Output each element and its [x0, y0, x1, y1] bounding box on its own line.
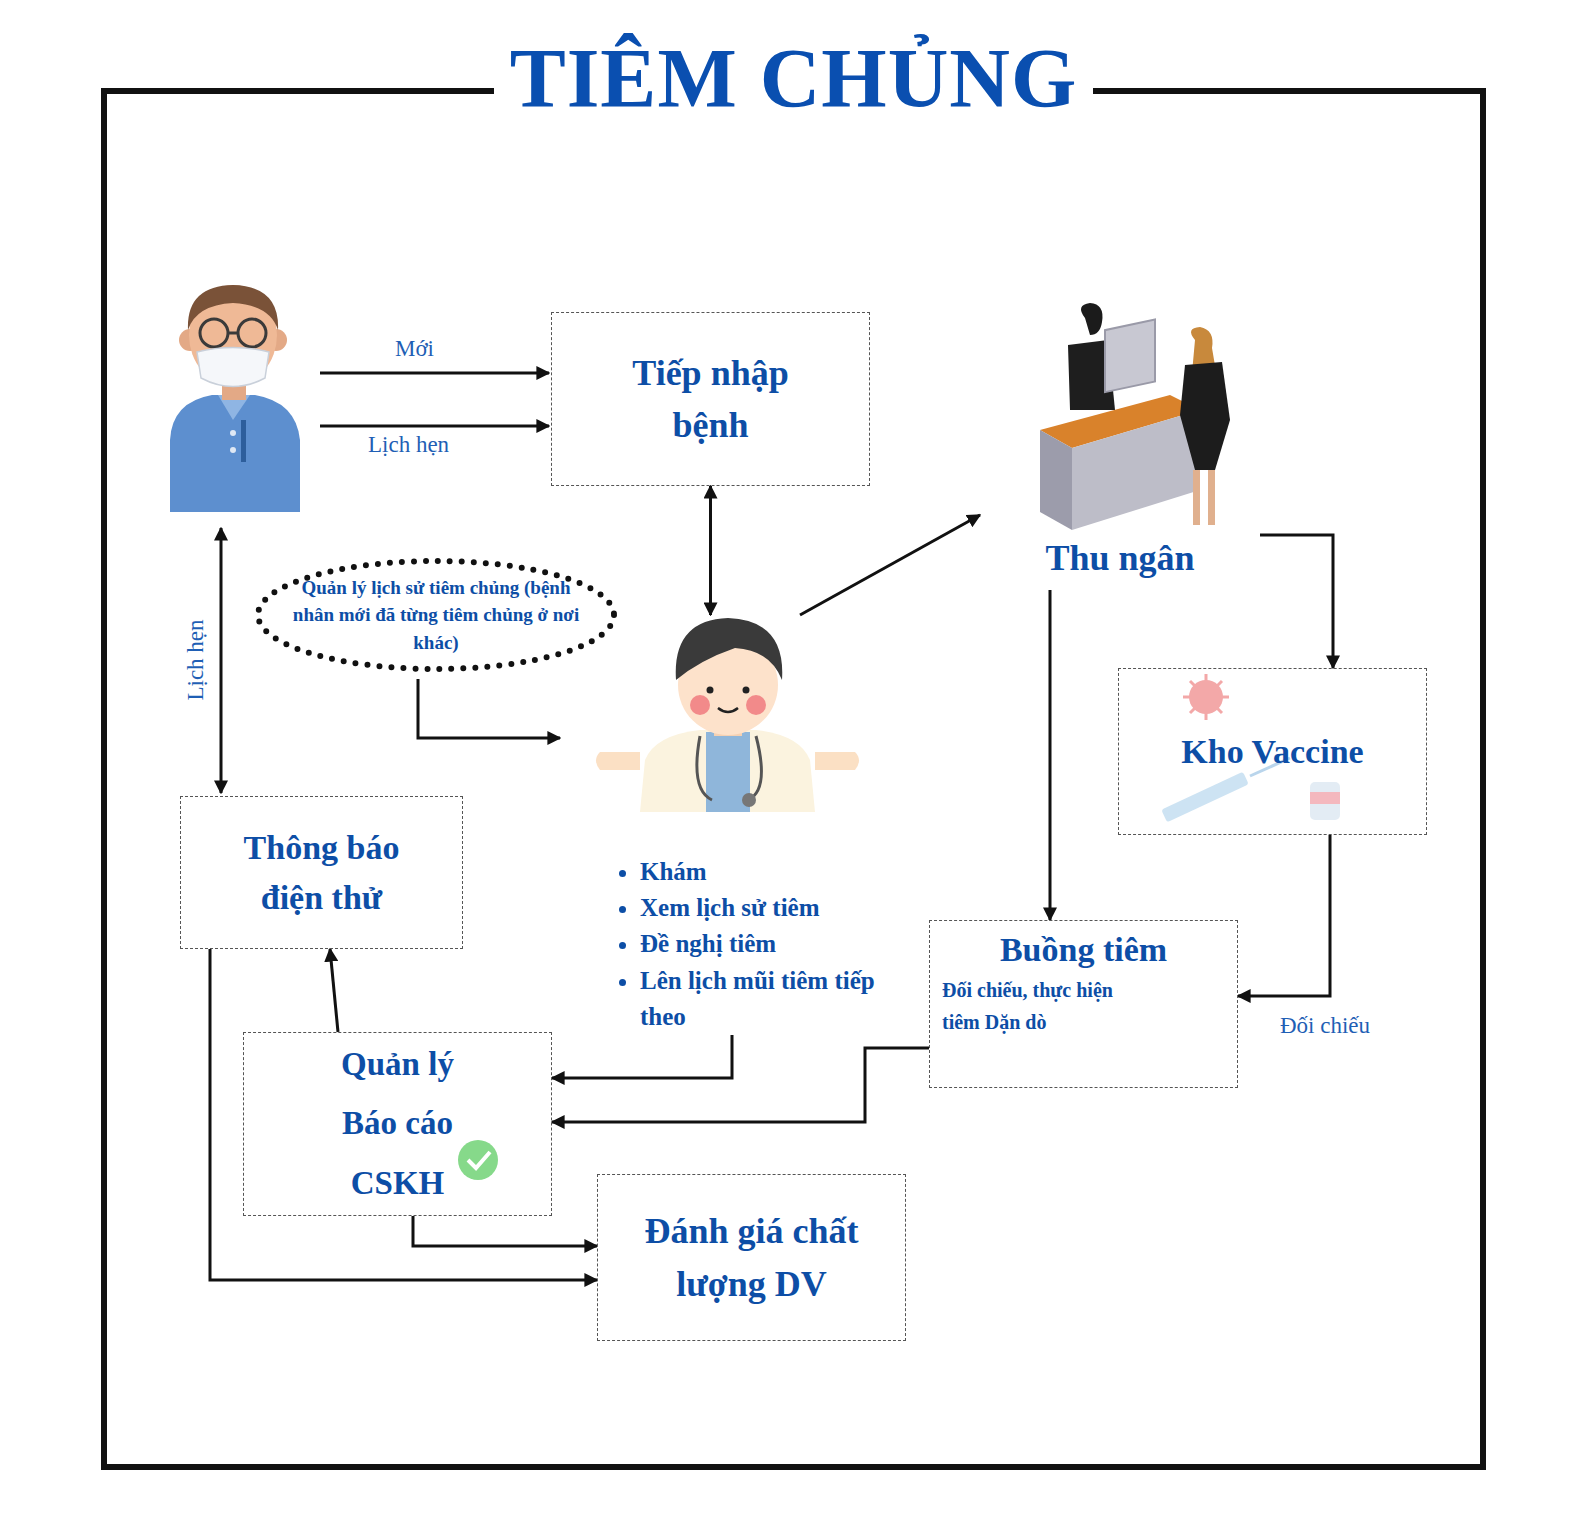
art-path — [718, 708, 738, 712]
diagram-title: TIÊM CHỦNG — [494, 32, 1094, 125]
flow-connector — [418, 679, 560, 738]
art-rect — [1193, 470, 1200, 525]
process-box: Thông báo điện thử — [180, 796, 463, 949]
bullet-list: KhámXem lịch sử tiêmĐề nghị tiêmLên lịch… — [600, 854, 880, 1035]
edge-note: Lịch hẹn — [183, 616, 209, 703]
art-path — [468, 1152, 490, 1168]
flow-connector — [1238, 835, 1330, 996]
art-path — [815, 752, 859, 770]
edge-note: Mới — [392, 336, 437, 362]
box-label: Thông báo điện thử — [212, 823, 432, 922]
flow-connector — [210, 949, 597, 1280]
flow-connector — [413, 1216, 597, 1246]
box-body: Đối chiếu, thực hiện tiêm Dặn dò — [942, 974, 1142, 1038]
flow-connector — [330, 949, 338, 1032]
bullet-item: Khám — [640, 854, 880, 890]
art-rect — [241, 420, 246, 462]
flow-arrow — [320, 425, 549, 428]
doctor-station: KhámXem lịch sử tiêmĐề nghị tiêmLên lịch… — [560, 615, 880, 1035]
art-circle — [742, 793, 756, 807]
history-ellipse: Quản lý lịch sử tiêm chủng (bệnh nhân mớ… — [252, 555, 620, 675]
box-label: Tiếp nhập bệnh — [601, 347, 821, 451]
art-path — [1081, 303, 1103, 335]
flow-connector — [552, 1048, 929, 1122]
edge-note: Lịch hẹn — [365, 432, 452, 458]
box-label: Thu ngân — [1045, 532, 1194, 584]
art-path — [1180, 362, 1230, 470]
art-line — [228, 332, 238, 335]
title-band: TIÊM CHỦNG — [0, 30, 1587, 127]
vial-icon — [1310, 782, 1340, 820]
art-circle — [746, 695, 766, 715]
process-box: Kho Vaccine — [1118, 668, 1427, 835]
bullet-item: Xem lịch sử tiêm — [640, 890, 880, 926]
process-box: Tiếp nhập bệnh — [551, 312, 870, 486]
bullet-item: Lên lịch mũi tiêm tiếp theo — [640, 963, 880, 1036]
box-label: Đánh giá chất lượng DV — [617, 1205, 887, 1309]
flow-connector — [552, 1035, 732, 1078]
flow-connector — [709, 486, 712, 615]
flow-arrow — [220, 528, 223, 793]
art-circle — [690, 695, 710, 715]
art-polygon — [1072, 410, 1200, 530]
process-box: Quản lý Báo cáo CSKH — [243, 1032, 552, 1216]
edge-label: Đối chiếu — [1277, 1013, 1373, 1039]
art-path — [697, 736, 762, 800]
flow-connector — [800, 515, 980, 615]
bullet-item: Đề nghị tiêm — [640, 926, 880, 962]
frame — [104, 91, 1483, 1467]
virus-icon — [1183, 674, 1229, 720]
art-path — [676, 618, 783, 680]
art-circle — [743, 687, 750, 694]
art-rect — [1161, 772, 1248, 823]
art-rect — [1310, 782, 1340, 820]
box-label: Kho Vaccine — [1181, 727, 1363, 776]
art-circle — [707, 687, 714, 694]
art-path — [1183, 674, 1229, 720]
process-box: Đánh giá chất lượng DV — [597, 1174, 906, 1341]
doctor-illustration — [596, 618, 859, 812]
flow-arrow — [320, 372, 549, 375]
cashier-station: Thu ngân — [980, 300, 1260, 590]
art-path — [188, 285, 278, 330]
art-circle — [458, 1140, 498, 1180]
art-path — [640, 730, 815, 812]
art-path — [596, 752, 640, 770]
cashier-illustration — [1040, 303, 1230, 530]
art-circle — [238, 319, 266, 347]
flow-connector — [1049, 590, 1052, 920]
box-label: Quản lý Báo cáo CSKH — [323, 1035, 473, 1213]
box-label: Quản lý lịch sử tiêm chủng (bệnh nhân mớ… — [286, 574, 586, 657]
art-path — [170, 395, 300, 512]
art-rect — [1105, 319, 1155, 392]
ellipse-outline — [258, 561, 614, 669]
check-icon — [458, 1140, 498, 1180]
art-rect — [1208, 470, 1215, 525]
art-circle — [230, 430, 236, 436]
art-polygon — [1040, 430, 1072, 530]
flow-connector — [1260, 535, 1333, 668]
box-heading: Buồng tiêm — [1000, 925, 1167, 974]
process-box: Buồng tiêmĐối chiếu, thực hiện tiêm Dặn … — [929, 920, 1238, 1088]
art-path — [197, 348, 269, 387]
art-circle — [200, 319, 228, 347]
patient-figure — [170, 285, 300, 512]
art-circle — [230, 447, 236, 453]
art-rect — [1310, 792, 1340, 804]
